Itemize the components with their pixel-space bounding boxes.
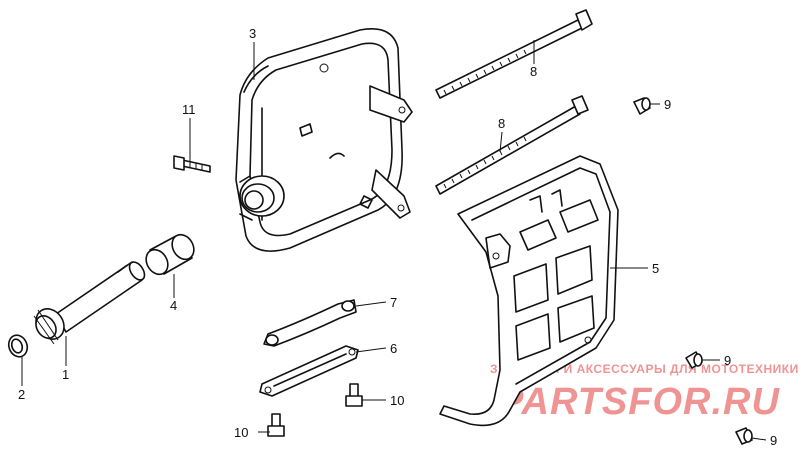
washer	[7, 334, 29, 358]
heat-shield	[439, 155, 619, 427]
long-bolt-lower	[435, 95, 589, 195]
callout-2: 2	[18, 387, 25, 402]
bolt-10a	[345, 383, 363, 407]
strap-upper	[263, 299, 357, 347]
flange-bolt-9c	[735, 427, 753, 445]
callout-7: 7	[390, 295, 397, 310]
watermark-brand: PARTSFOR.RU	[498, 381, 780, 423]
flange-bolt-9a	[633, 97, 651, 115]
sleeve	[145, 233, 195, 276]
callout-1: 1	[62, 367, 69, 382]
callout-11: 11	[182, 102, 196, 117]
callout-10-right: 10	[390, 393, 404, 408]
callout-9-mid: 9	[724, 353, 731, 368]
long-bolt-upper	[435, 9, 593, 99]
callout-10-left: 10	[234, 425, 248, 440]
callout-8-upper: 8	[530, 64, 537, 79]
callout-9-bottom: 9	[770, 433, 777, 448]
callout-3: 3	[249, 26, 256, 41]
strap-lower	[259, 345, 359, 397]
callout-6: 6	[390, 341, 397, 356]
flange-bolt-9b	[685, 351, 703, 369]
watermark: ЗАПЧАСТИ И АКСЕССУАРЫ ДЛЯ МОТОТЕХНИКИ PA…	[490, 362, 798, 423]
callout-4: 4	[170, 298, 177, 313]
callout-9-top: 9	[664, 97, 671, 112]
callout-8-lower: 8	[498, 116, 505, 131]
callout-labels: 3 8 8 9 11 5 4 1 2 7 6 9 9 10 10	[18, 26, 777, 448]
leader-lines	[21, 40, 767, 441]
muffler-body	[235, 28, 413, 252]
callout-5: 5	[652, 261, 659, 276]
bolt-small	[173, 155, 211, 173]
tailpipe	[33, 261, 146, 345]
bolt-10b	[267, 413, 285, 437]
